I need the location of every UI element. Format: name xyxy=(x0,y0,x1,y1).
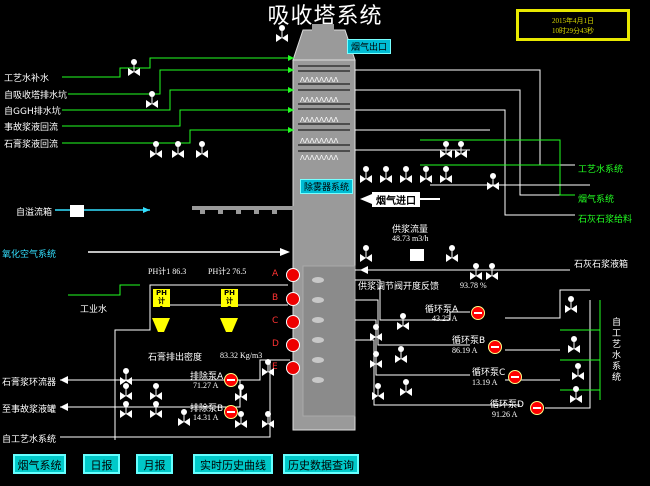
tower-pump-d-label: D xyxy=(272,339,279,349)
limestone-box-label: 石灰石浆液箱 xyxy=(574,260,629,270)
circ-pump-a-icon[interactable] xyxy=(471,306,485,320)
overflow-box-label: 自溢流箱 xyxy=(16,208,53,218)
tower-pump-b-label: B xyxy=(272,293,279,303)
nav-flue-gas-button[interactable]: 烟气系统 xyxy=(13,454,66,474)
circ-pump-b-icon[interactable] xyxy=(488,340,502,354)
left-input-5: 石膏浆液回流 xyxy=(4,140,59,150)
nav-daily-report-button[interactable]: 日报 xyxy=(83,454,120,474)
left-input-2: 自吸收塔排水坑 xyxy=(4,91,68,101)
slurry-supply-value: 48.73 m3/h xyxy=(392,234,429,243)
left-input-4: 事故浆液回流 xyxy=(4,123,59,133)
sump-agitators xyxy=(312,277,324,383)
circ-pump-a-label: 循环泵A xyxy=(425,305,459,315)
circ-pump-c-value: 13.19 A xyxy=(472,378,498,387)
circ-pump-b-label: 循环泵B xyxy=(452,336,486,346)
slurry-supply-label: 供浆流量 xyxy=(392,225,429,235)
left-output-1: 石膏浆环流器 xyxy=(2,378,57,388)
ph1-readout: PH计1 86.3 xyxy=(148,267,187,276)
right-vertical-label: 自工艺水系统 xyxy=(612,318,622,383)
right-process-water-label: 工艺水系统 xyxy=(578,165,624,175)
circ-pump-d-icon[interactable] xyxy=(530,401,544,415)
demister-label[interactable]: 除雾器系统 xyxy=(300,179,354,194)
right-flue-gas-label: 烟气系统 xyxy=(578,195,615,205)
circ-pump-c-label: 循环泵C xyxy=(472,368,506,378)
circ-pump-c-icon[interactable] xyxy=(508,370,522,384)
input-arrows xyxy=(288,55,294,133)
svg-text:ᐱᐱᐱᐱᐱᐱᐱᐱ: ᐱᐱᐱᐱᐱᐱᐱᐱ xyxy=(300,76,339,84)
sump xyxy=(302,265,356,417)
left-input-1: 工艺水补水 xyxy=(4,74,50,84)
flue-inlet-label: 烟气进口 xyxy=(372,192,420,207)
tower-top xyxy=(292,29,356,61)
gypsum-density-value: 83.32 Kg/m3 xyxy=(220,351,263,360)
discharge-pump-a-icon[interactable] xyxy=(224,373,238,387)
nav-history-query-button[interactable]: 历史数据查询 xyxy=(283,454,359,474)
svg-text:ᐱᐱᐱᐱᐱᐱᐱᐱ: ᐱᐱᐱᐱᐱᐱᐱᐱ xyxy=(300,96,339,104)
pump-icon xyxy=(286,268,300,282)
svg-text:ᐱᐱᐱᐱᐱᐱᐱᐱ: ᐱᐱᐱᐱᐱᐱᐱᐱ xyxy=(300,116,339,124)
circ-loops xyxy=(355,279,591,409)
discharge-pump-b-label: 排除泵B xyxy=(190,404,224,414)
circ-pump-b-value: 86.19 A xyxy=(452,346,478,355)
valve-feedback-value: 93.78 % xyxy=(460,281,487,290)
process-water-label: 工业水 xyxy=(80,305,108,315)
pump-icon xyxy=(286,315,300,329)
tower-stack xyxy=(312,24,334,32)
flue-outlet-label: 烟气出口 xyxy=(347,39,392,54)
pump-icon xyxy=(286,292,300,306)
discharge-pump-a-label: 排除泵A xyxy=(190,372,224,382)
date-text: 2015年4月1日 xyxy=(552,17,594,25)
discharge-pump-b-value: 14.31 A xyxy=(193,413,219,422)
left-input-3: 自GGH排水坑 xyxy=(4,107,61,117)
discharge-pump-b-icon[interactable] xyxy=(224,405,238,419)
oxidation-air-label: 氧化空气系统 xyxy=(2,250,57,260)
spray-layers xyxy=(298,65,350,152)
pump-icon xyxy=(286,361,300,375)
tower-pump-a-label: A xyxy=(272,269,279,279)
circ-pump-d-value: 91.26 A xyxy=(492,410,518,419)
spray-nozzles: ᐱᐱᐱᐱᐱᐱᐱᐱ ᐱᐱᐱᐱᐱᐱᐱᐱ ᐱᐱᐱᐱᐱᐱᐱᐱ ᐱᐱᐱᐱᐱᐱᐱᐱ ᐱᐱᐱᐱ… xyxy=(300,76,339,162)
tower-pump-c-label: C xyxy=(272,316,279,326)
discharge-pump-a-value: 71.27 A xyxy=(193,381,219,390)
svg-text:ᐱᐱᐱᐱᐱᐱᐱᐱ: ᐱᐱᐱᐱᐱᐱᐱᐱ xyxy=(300,154,339,162)
gypsum-density-label: 石膏排出密度 xyxy=(148,353,203,363)
right-limestone-label: 石灰石浆给料 xyxy=(578,215,633,225)
datetime-display: 2015年4月1日 10时29分43秒 xyxy=(516,9,630,41)
nav-realtime-curve-button[interactable]: 实时历史曲线 xyxy=(193,454,273,474)
ph2-readout: PH计2 76.5 xyxy=(208,267,247,276)
valve-feedback-label: 供浆调节阀开度反馈 xyxy=(358,282,440,292)
time-text: 10时29分43秒 xyxy=(552,27,594,35)
tower-pump-e-label: E xyxy=(272,362,278,372)
circ-pump-d-label: 循环泵D xyxy=(490,400,524,410)
circ-pump-a-value: 43.25 A xyxy=(432,314,458,323)
left-output-2: 至事故浆液罐 xyxy=(2,405,57,415)
left-output-3: 自工艺水系统 xyxy=(2,435,57,445)
svg-text:ᐱᐱᐱᐱᐱᐱᐱᐱ: ᐱᐱᐱᐱᐱᐱᐱᐱ xyxy=(300,137,339,145)
nav-monthly-report-button[interactable]: 月报 xyxy=(136,454,173,474)
pump-icon xyxy=(286,338,300,352)
left-input-lines xyxy=(62,57,294,144)
